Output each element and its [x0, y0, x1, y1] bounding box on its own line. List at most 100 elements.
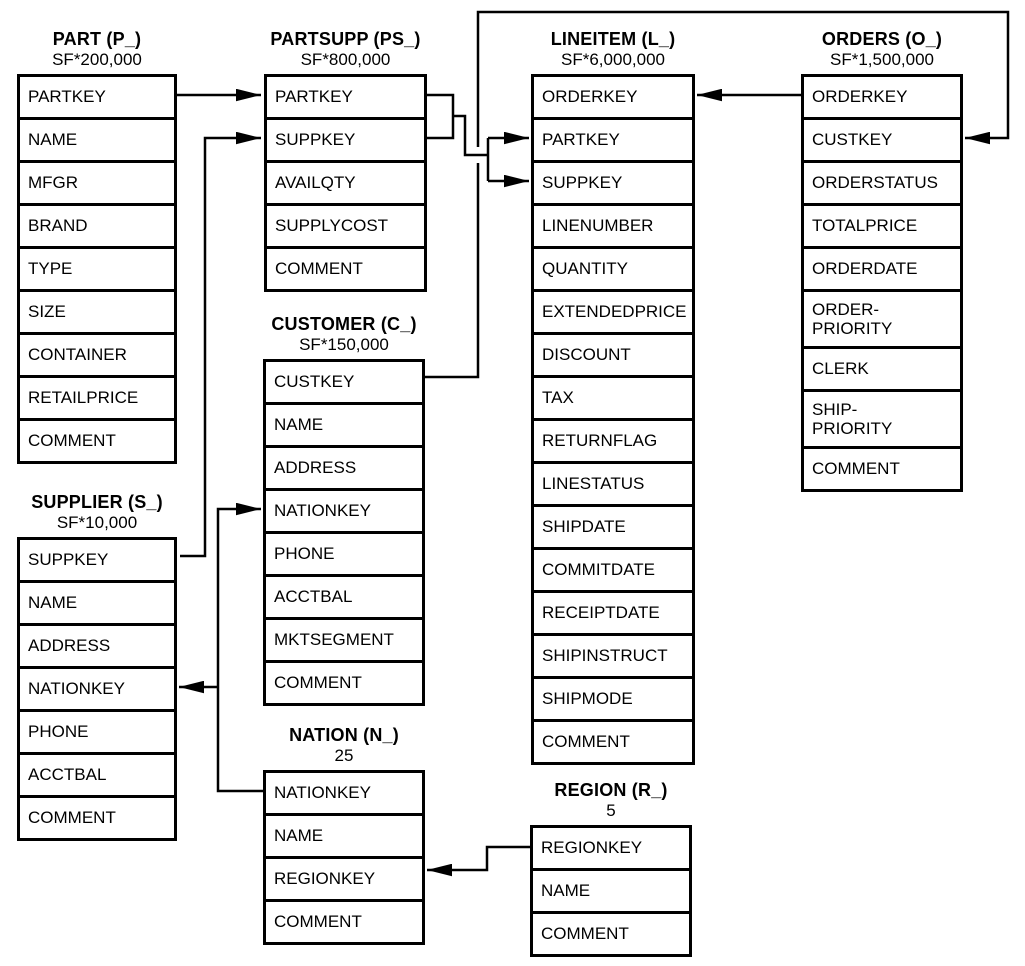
column-cell-lineitem-receiptdate: RECEIPTDATE	[534, 593, 692, 636]
table-header-part: PART (P_)SF*200,000	[17, 29, 177, 74]
column-cell-lineitem-shipmode: SHIPMODE	[534, 679, 692, 722]
column-cell-orders-comment: COMMENT	[812, 459, 900, 479]
column-cell-lineitem-shipinstruct: SHIPINSTRUCT	[534, 636, 692, 679]
table-title-lineitem: LINEITEM (L_)	[550, 29, 676, 49]
column-cell-lineitem-linestatus: LINESTATUS	[534, 464, 692, 507]
table-header-customer: CUSTOMER (C_)SF*150,000	[263, 314, 425, 359]
column-cell-nation-name: NAME	[266, 816, 422, 859]
column-cell-region-name: NAME	[533, 871, 689, 914]
table-header-partsupp: PARTSUPP (PS_)SF*800,000	[264, 29, 427, 74]
column-cell-customer-acctbal: ACCTBAL	[266, 577, 422, 620]
column-cell-part-retailprice: RETAILPRICE	[20, 378, 174, 421]
table-title-nation: NATION (N_)	[289, 725, 399, 745]
column-cell-part-mfgr: MFGR	[20, 163, 174, 206]
column-cell-lineitem-commitdate: COMMITDATE	[534, 550, 692, 593]
column-cell-supplier-nationkey: NATIONKEY	[20, 669, 174, 712]
table-title-customer: CUSTOMER (C_)	[271, 314, 417, 334]
column-cell-part-name: NAME	[20, 120, 174, 163]
column-cell-lineitem-returnflag: RETURNFLAG	[534, 421, 692, 464]
column-cell-part-container: CONTAINER	[20, 335, 174, 378]
column-cell-supplier-name: NAME	[20, 583, 174, 626]
table-title-region: REGION (R_)	[554, 780, 668, 800]
column-cell-orders-orderdate: ORDERDATE	[804, 249, 960, 292]
column-cell-orders-orderstatus: ORDERSTATUS	[804, 163, 960, 206]
table-header-supplier: SUPPLIER (S_)SF*10,000	[17, 492, 177, 537]
column-cell-partsupp-supplycost: SUPPLYCOST	[267, 206, 424, 249]
column-cell-orders-custkey: CUSTKEY	[804, 120, 960, 163]
column-cell-lineitem-quantity: QUANTITY	[534, 249, 692, 292]
column-cell-orders-orderkey: ORDERKEY	[804, 77, 960, 120]
table-header-nation: NATION (N_)25	[263, 725, 425, 770]
table-title-part: PART (P_)	[52, 29, 142, 49]
table-cardinality-customer: SF*150,000	[299, 335, 389, 354]
column-cell-partsupp-availqty: AVAILQTY	[267, 163, 424, 206]
column-cell-nation-nationkey: NATIONKEY	[266, 773, 422, 816]
column-cell-customer-nationkey: NATIONKEY	[266, 491, 422, 534]
column-cell-orders-order-priority: ORDER- PRIORITY	[804, 292, 960, 349]
table-header-lineitem: LINEITEM (L_)SF*6,000,000	[531, 29, 695, 74]
column-cell-region-regionkey: REGIONKEY	[533, 828, 689, 871]
column-cell-supplier-acctbal: ACCTBAL	[20, 755, 174, 798]
column-cell-customer-phone: PHONE	[266, 534, 422, 577]
column-cell-part-partkey: PARTKEY	[20, 77, 174, 120]
column-cell-lineitem-extendedprice: EXTENDEDPRICE	[534, 292, 692, 335]
column-cell-lineitem-linenumber: LINENUMBER	[534, 206, 692, 249]
column-cell-orders-clerk: CLERK	[804, 349, 960, 392]
column-cell-customer-name: NAME	[266, 405, 422, 448]
table-header-orders: ORDERS (O_)SF*1,500,000	[801, 29, 963, 74]
column-cell-customer-address: ADDRESS	[266, 448, 422, 491]
column-cell-customer-comment: COMMENT	[274, 673, 362, 693]
column-cell-supplier-comment: COMMENT	[28, 808, 116, 828]
column-cell-lineitem-suppkey: SUPPKEY	[534, 163, 692, 206]
column-cell-orders-ship-priority: SHIP- PRIORITY	[804, 392, 960, 449]
column-cell-customer-custkey: CUSTKEY	[266, 362, 422, 405]
column-cell-lineitem-discount: DISCOUNT	[534, 335, 692, 378]
table-cardinality-partsupp: SF*800,000	[300, 50, 391, 69]
column-cell-supplier-suppkey: SUPPKEY	[20, 540, 174, 583]
table-cardinality-nation: 25	[334, 746, 354, 765]
column-cell-lineitem-tax: TAX	[534, 378, 692, 421]
column-cell-nation-comment: COMMENT	[274, 912, 362, 932]
column-cell-supplier-phone: PHONE	[20, 712, 174, 755]
column-cell-partsupp-partkey: PARTKEY	[267, 77, 424, 120]
column-cell-lineitem-shipdate: SHIPDATE	[534, 507, 692, 550]
column-cell-partsupp-comment: COMMENT	[275, 259, 363, 279]
table-cardinality-lineitem: SF*6,000,000	[561, 50, 665, 69]
column-cell-supplier-address: ADDRESS	[20, 626, 174, 669]
table-title-partsupp: PARTSUPP (PS_)	[270, 29, 421, 49]
column-cell-nation-regionkey: REGIONKEY	[266, 859, 422, 902]
column-cell-lineitem-orderkey: ORDERKEY	[534, 77, 692, 120]
column-cell-lineitem-partkey: PARTKEY	[534, 120, 692, 163]
column-cell-orders-totalprice: TOTALPRICE	[804, 206, 960, 249]
table-cardinality-part: SF*200,000	[52, 50, 142, 69]
column-cell-region-comment: COMMENT	[541, 924, 629, 944]
column-cell-part-type: TYPE	[20, 249, 174, 292]
table-title-orders: ORDERS (O_)	[821, 29, 943, 49]
column-cell-partsupp-suppkey: SUPPKEY	[267, 120, 424, 163]
column-cell-part-comment: COMMENT	[28, 431, 116, 451]
column-cell-part-size: SIZE	[20, 292, 174, 335]
column-cell-part-brand: BRAND	[20, 206, 174, 249]
table-cardinality-region: 5	[606, 801, 616, 820]
table-title-supplier: SUPPLIER (S_)	[31, 492, 163, 512]
table-header-region: REGION (R_)5	[530, 780, 692, 825]
column-cell-customer-mktsegment: MKTSEGMENT	[266, 620, 422, 663]
column-cell-lineitem-comment: COMMENT	[542, 732, 630, 752]
